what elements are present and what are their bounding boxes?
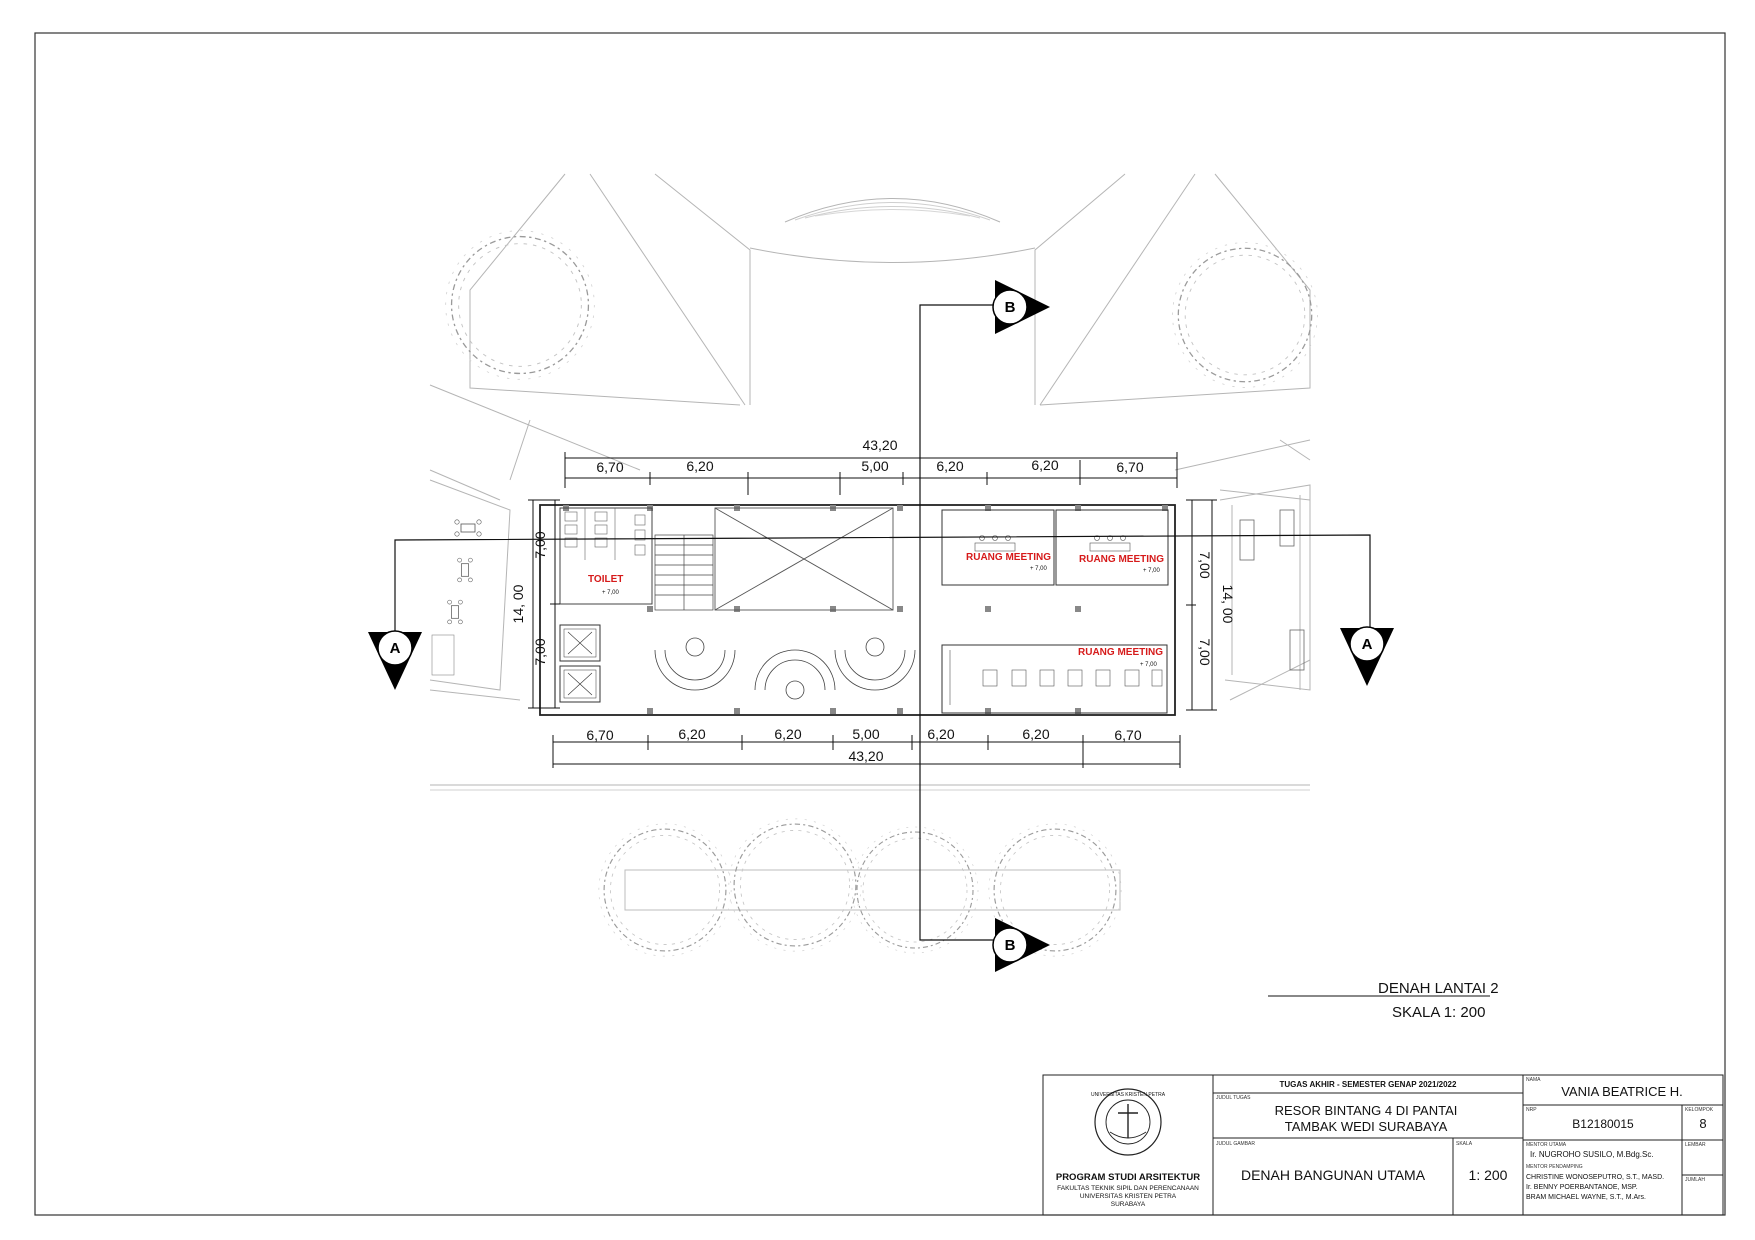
dim-top-5: 6,20 — [1031, 457, 1058, 473]
dim-bottom-3: 6,20 — [774, 726, 801, 742]
label-skala: SKALA — [1456, 1141, 1473, 1147]
dim-top-2: 6,20 — [686, 458, 713, 474]
section-marker-b-bottom: B — [992, 918, 1050, 972]
dim-bottom-total: 43,20 — [848, 748, 883, 764]
label-jumlah: JUMLAH — [1685, 1177, 1705, 1183]
faculty-name: FAKULTAS TEKNIK SIPIL DAN PERENCANAAN — [1057, 1185, 1199, 1192]
section-marker-a-left: A — [368, 630, 422, 690]
label-kelompok: KELOMPOK — [1685, 1107, 1714, 1113]
label-mentor-utama: MENTOR UTAMA — [1526, 1142, 1567, 1148]
dim-right-2: 7,00 — [1197, 638, 1213, 665]
section-marker-a-left-label: A — [390, 640, 401, 657]
elevation-meeting-2: + 7,00 — [1143, 568, 1161, 574]
logo-text: UNIVERSITAS KRISTEN PETRA — [1091, 1092, 1166, 1098]
drawing-title-name: DENAH LANTAI 2 — [1378, 980, 1499, 997]
dim-top-1: 6,70 — [596, 459, 623, 475]
dim-bottom-6: 6,20 — [1022, 726, 1049, 742]
mentor-3: Ir. BENNY POERBANTANOE, MSP. — [1526, 1184, 1638, 1191]
dim-top-total: 43,20 — [862, 437, 897, 453]
dim-right-total: 14, 00 — [1220, 585, 1236, 624]
group-number: 8 — [1699, 1116, 1706, 1131]
elevation-meeting-1: + 7,00 — [1030, 566, 1048, 572]
dim-right-1: 7,00 — [1197, 551, 1213, 578]
section-marker-a-right-label: A — [1362, 636, 1373, 653]
room-labels: TOILET + 7,00 RUANG MEETING + 7,00 RUANG… — [588, 552, 1164, 668]
section-marker-b-bottom-label: B — [1005, 937, 1016, 954]
room-label-meeting-3: RUANG MEETING — [1078, 647, 1163, 658]
dim-left-2: 7,00 — [532, 638, 548, 665]
dim-bottom-2: 6,20 — [678, 726, 705, 742]
outdoor-seating — [431, 509, 1305, 676]
trees — [445, 230, 1319, 957]
university-name: UNIVERSITAS KRISTEN PETRA — [1080, 1193, 1177, 1200]
student-name: VANIA BEATRICE H. — [1561, 1084, 1683, 1099]
section-marker-b-top-label: B — [1005, 299, 1016, 316]
elevation-toilet: + 7,00 — [602, 590, 620, 596]
dim-top-4: 6,20 — [936, 458, 963, 474]
label-lembar: LEMBAR — [1685, 1142, 1706, 1148]
section-marker-b-top: B — [992, 280, 1050, 334]
mentor-main: Ir. NUGROHO SUSILO, M.Bdg.Sc. — [1530, 1150, 1654, 1159]
dim-top-3: 5,00 — [861, 458, 888, 474]
project-title-line2: TAMBAK WEDI SURABAYA — [1285, 1119, 1448, 1134]
label-nama: NAMA — [1526, 1077, 1541, 1083]
label-judul-tugas: JUDUL TUGAS — [1216, 1095, 1251, 1101]
section-line-a — [394, 534, 1371, 650]
sheet-border — [34, 32, 1726, 1216]
dim-bottom-4: 5,00 — [852, 726, 879, 742]
drawing-name: DENAH BANGUNAN UTAMA — [1241, 1167, 1426, 1183]
elevation-meeting-3: + 7,00 — [1140, 662, 1158, 668]
dim-top-6: 6,70 — [1116, 459, 1143, 475]
dimension-lines — [528, 452, 1217, 768]
drawing-scale: 1: 200 — [1469, 1167, 1508, 1183]
program-name: PROGRAM STUDI ARSITEKTUR — [1056, 1172, 1200, 1183]
site-context — [429, 173, 1311, 911]
room-label-meeting-2: RUANG MEETING — [1079, 554, 1164, 565]
student-nrp: B12180015 — [1572, 1117, 1634, 1131]
section-marker-a-right: A — [1340, 626, 1394, 686]
dim-left-1: 7,00 — [532, 531, 548, 558]
mentor-2: CHRISTINE WONOSEPUTRO, S.T., MASD. — [1526, 1174, 1664, 1181]
mentor-4: BRAM MICHAEL WAYNE, S.T., M.Ars. — [1526, 1194, 1646, 1201]
room-label-toilet: TOILET — [588, 574, 623, 585]
drawing-title: DENAH LANTAI 2 SKALA 1: 200 — [1268, 980, 1499, 1021]
label-nrp: NRP — [1526, 1107, 1537, 1113]
title-block — [1042, 1074, 1724, 1216]
university-logo — [1094, 1088, 1162, 1156]
section-line-b — [919, 304, 1000, 941]
project-title-line1: RESOR BINTANG 4 DI PANTAI — [1275, 1103, 1458, 1118]
city-name: SURABAYA — [1111, 1201, 1146, 1208]
dimension-texts: 43,20 6,70 6,20 5,00 6,20 6,20 6,70 6,70… — [510, 437, 1236, 764]
project-header: TUGAS AKHIR - SEMESTER GENAP 2021/2022 — [1280, 1080, 1457, 1089]
dim-bottom-5: 6,20 — [927, 726, 954, 742]
building-outline — [539, 504, 1176, 716]
label-mentor-pendamping: MENTOR PENDAMPING — [1526, 1164, 1583, 1170]
drawing-title-scale: SKALA 1: 200 — [1392, 1004, 1485, 1021]
label-judul-gambar: JUDUL GAMBAR — [1216, 1141, 1255, 1147]
title-block-texts: UNIVERSITAS KRISTEN PETRA PROGRAM STUDI … — [1056, 1077, 1714, 1208]
dim-bottom-1: 6,70 — [586, 727, 613, 743]
room-label-meeting-1: RUANG MEETING — [966, 552, 1051, 563]
dim-bottom-7: 6,70 — [1114, 727, 1141, 743]
dim-left-total: 14, 00 — [510, 584, 526, 623]
